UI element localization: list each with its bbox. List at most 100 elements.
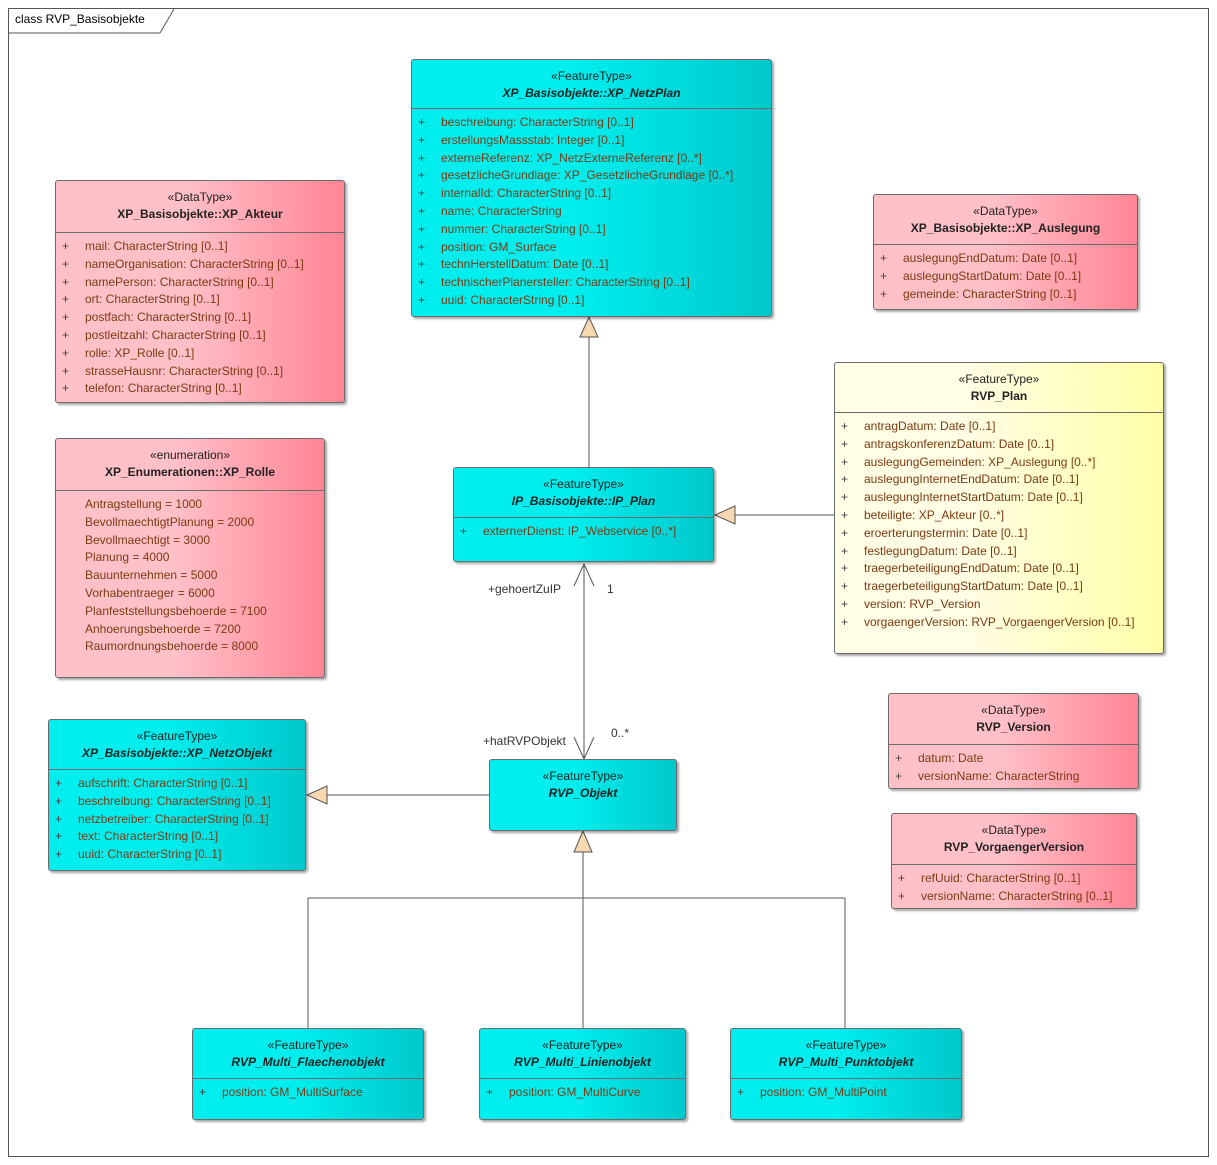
attribute-text: netzbetreiber: CharacterString [0..1] — [78, 811, 269, 826]
attribute-row: +auslegungInternetEndDatum: Date [0..1] — [835, 471, 1163, 489]
attribute-text: postleitzahl: CharacterString [0..1] — [85, 327, 266, 342]
class-header: «DataType» RVP_Version — [889, 694, 1138, 745]
attribute-text: auslegungInternetStartDatum: Date [0..1] — [864, 490, 1083, 505]
class-rvp-version[interactable]: «DataType» RVP_Version +datum: Date+vers… — [888, 693, 1139, 789]
attribute-list: + aufschrift: CharacterString [0..1] + besc… — [49, 770, 305, 864]
attribute-row: +technischerPlanersteller: CharacterStri… — [412, 274, 771, 292]
attribute-row: +nameOrganisation: CharacterString [0..1… — [56, 256, 344, 274]
visibility-marker: + — [55, 829, 63, 844]
class-rvp-vorgaengerversion[interactable]: «DataType» RVP_VorgaengerVersion +refUui… — [891, 813, 1137, 909]
generalization-triangle-ipplan — [713, 505, 736, 525]
attribute-text: technischerPlanersteller: CharacterStrin… — [441, 275, 690, 290]
class-header: «FeatureType» XP_Basisobjekte::XP_NetzOb… — [49, 720, 305, 770]
attribute-row: +datum: Date — [889, 750, 1138, 768]
enum-literal: Bevollmaechtigt = 3000 — [56, 532, 324, 550]
visibility-marker: + — [199, 1085, 207, 1099]
generalization-triangle-netzplan — [579, 315, 599, 338]
class-rvp-multi-punktobjekt[interactable]: «FeatureType» RVP_Multi_Punktobjekt +pos… — [730, 1028, 962, 1120]
class-rvp-objekt[interactable]: «FeatureType» RVP_Objekt — [489, 759, 677, 831]
visibility-marker: + — [841, 436, 849, 451]
literal-text: Planung = 4000 — [85, 550, 170, 565]
visibility-marker: + — [841, 543, 849, 558]
visibility-marker: + — [418, 115, 426, 129]
class-name: XP_Basisobjekte::XP_NetzPlan — [502, 86, 681, 100]
attribute-list: +datum: Date+versionName: CharacterStrin… — [889, 745, 1138, 786]
attribute-text: uuid: CharacterString [0..1] — [78, 847, 222, 862]
attribute-row: +eroerterungstermin: Date [0..1] — [835, 525, 1163, 543]
class-name: XP_Basisobjekte::XP_Akteur — [117, 207, 283, 221]
attribute-text: antragDatum: Date [0..1] — [864, 419, 996, 433]
attribute-list: +beschreibung: CharacterString [0..1]+er… — [412, 109, 771, 310]
visibility-marker: + — [62, 363, 70, 378]
visibility-marker: + — [418, 203, 426, 218]
attribute-row: +erstellungsMassstab: Integer [0..1] — [412, 132, 771, 150]
attribute-text: strasseHausnr: CharacterString [0..1] — [85, 363, 284, 378]
visibility-marker: + — [841, 490, 849, 505]
visibility-marker: + — [62, 274, 70, 289]
class-rvp-multi-flaechenobjekt[interactable]: «FeatureType» RVP_Multi_Flaechenobjekt +… — [192, 1028, 424, 1120]
attribute-row: +traegerbeteiligungStartDatum: Date [0..… — [835, 578, 1163, 596]
class-rvp-multi-linienobjekt[interactable]: «FeatureType» RVP_Multi_Linienobjekt +po… — [479, 1028, 686, 1120]
attribute-text: datum: Date — [918, 751, 984, 765]
association-multiplicity-bottom: 0..* — [611, 726, 630, 740]
stereotype-label: «DataType» — [981, 823, 1047, 837]
class-xp-auslegung[interactable]: «DataType» XP_Basisobjekte::XP_Auslegung… — [873, 194, 1138, 310]
stereotype-label: «FeatureType» — [542, 1038, 623, 1052]
visibility-marker: + — [418, 168, 426, 183]
attribute-text: aufschrift: CharacterString [0..1] — [78, 776, 248, 790]
attribute-row: +externeReferenz: XP_NetzExterneReferenz… — [412, 150, 771, 168]
enum-xp-rolle[interactable]: «enumeration» XP_Enumerationen::XP_Rolle… — [55, 438, 325, 678]
attribute-text: auslegungStartDatum: Date [0..1] — [903, 268, 1082, 283]
visibility-marker: + — [880, 286, 888, 301]
visibility-marker: + — [55, 776, 63, 790]
attribute-text: uuid: CharacterString [0..1] — [441, 292, 585, 307]
attribute-row: +versionName: CharacterString [0..1] — [892, 888, 1136, 906]
visibility-marker: + — [841, 579, 849, 594]
class-rvp-plan[interactable]: «FeatureType» RVP_Plan +antragDatum: Dat… — [834, 362, 1164, 654]
visibility-marker: + — [55, 793, 63, 808]
attribute-text: beschreibung: CharacterString [0..1] — [78, 793, 271, 808]
class-name: XP_Enumerationen::XP_Rolle — [104, 465, 276, 479]
visibility-marker: + — [880, 251, 888, 265]
attribute-list: +refUuid: CharacterString [0..1]+version… — [892, 865, 1136, 906]
attribute-row: +gemeinde: CharacterString [0..1] — [874, 286, 1137, 304]
attribute-list: +mail: CharacterString [0..1]+nameOrgani… — [56, 233, 344, 398]
stereotype-label: «DataType» — [981, 703, 1046, 717]
stereotype-label: «DataType» — [973, 204, 1038, 218]
class-header: «FeatureType» RVP_Multi_Linienobjekt — [480, 1029, 685, 1079]
class-xp-akteur[interactable]: «DataType» XP_Basisobjekte::XP_Akteur +m… — [55, 180, 345, 403]
visibility-marker: + — [841, 472, 849, 487]
attribute-row: + strasseHausnr: CharacterString [0..1] — [56, 363, 344, 381]
enum-literal: Bauunternehmen = 5000 — [56, 567, 324, 585]
class-header: «DataType» RVP_VorgaengerVersion — [892, 814, 1136, 865]
attribute-row: +beteiligte: XP_Akteur [0..*] — [835, 507, 1163, 525]
class-header: «enumeration» XP_Enumerationen::XP_Rolle — [56, 439, 324, 491]
attribute-row: +auslegungEndDatum: Date [0..1] — [874, 250, 1137, 268]
attribute-row: +traegerbeteiligungEndDatum: Date [0..1] — [835, 560, 1163, 578]
attribute-text: gesetzlicheGrundlage: XP_GesetzlicheGrun… — [441, 168, 734, 183]
attribute-row: +antragDatum: Date [0..1] — [835, 418, 1163, 436]
attribute-row: + text: CharacterString [0..1] — [49, 828, 305, 846]
attribute-row: +position: GM_MultiSurface — [193, 1084, 423, 1102]
attribute-text: position: GM_MultiCurve — [509, 1085, 641, 1099]
class-header: «FeatureType» RVP_Plan — [835, 363, 1163, 413]
stereotype-label: «FeatureType» — [551, 69, 632, 83]
attribute-text: externeReferenz: XP_NetzExterneReferenz … — [441, 150, 702, 165]
diagram-title: class RVP_Basisobjekte — [15, 12, 145, 26]
attribute-text: text: CharacterString [0..1] — [78, 829, 219, 844]
stereotype-label: «FeatureType» — [136, 729, 218, 743]
visibility-marker: + — [841, 525, 849, 540]
stereotype-label: «FeatureType» — [267, 1038, 349, 1052]
literal-text: Bevollmaechtigt = 3000 — [85, 532, 211, 547]
association-multiplicity-top: 1 — [607, 582, 614, 596]
association-arrow-top — [573, 562, 595, 587]
class-name: RVP_Multi_Flaechenobjekt — [231, 1055, 385, 1069]
class-xp-netzobjekt[interactable]: «FeatureType» XP_Basisobjekte::XP_NetzOb… — [48, 719, 306, 871]
class-header: «DataType» XP_Basisobjekte::XP_Auslegung — [874, 195, 1137, 245]
stereotype-label: «FeatureType» — [543, 477, 624, 491]
class-ip-plan[interactable]: «FeatureType» IP_Basisobjekte::IP_Plan +… — [453, 467, 714, 562]
attribute-row: +netzbetreiber: CharacterString [0..1] — [49, 811, 305, 829]
class-xp-netzplan[interactable]: «FeatureType» XP_Basisobjekte::XP_NetzPl… — [411, 59, 772, 317]
association-role-gehoertzuip: +gehoertZuIP — [488, 582, 562, 596]
